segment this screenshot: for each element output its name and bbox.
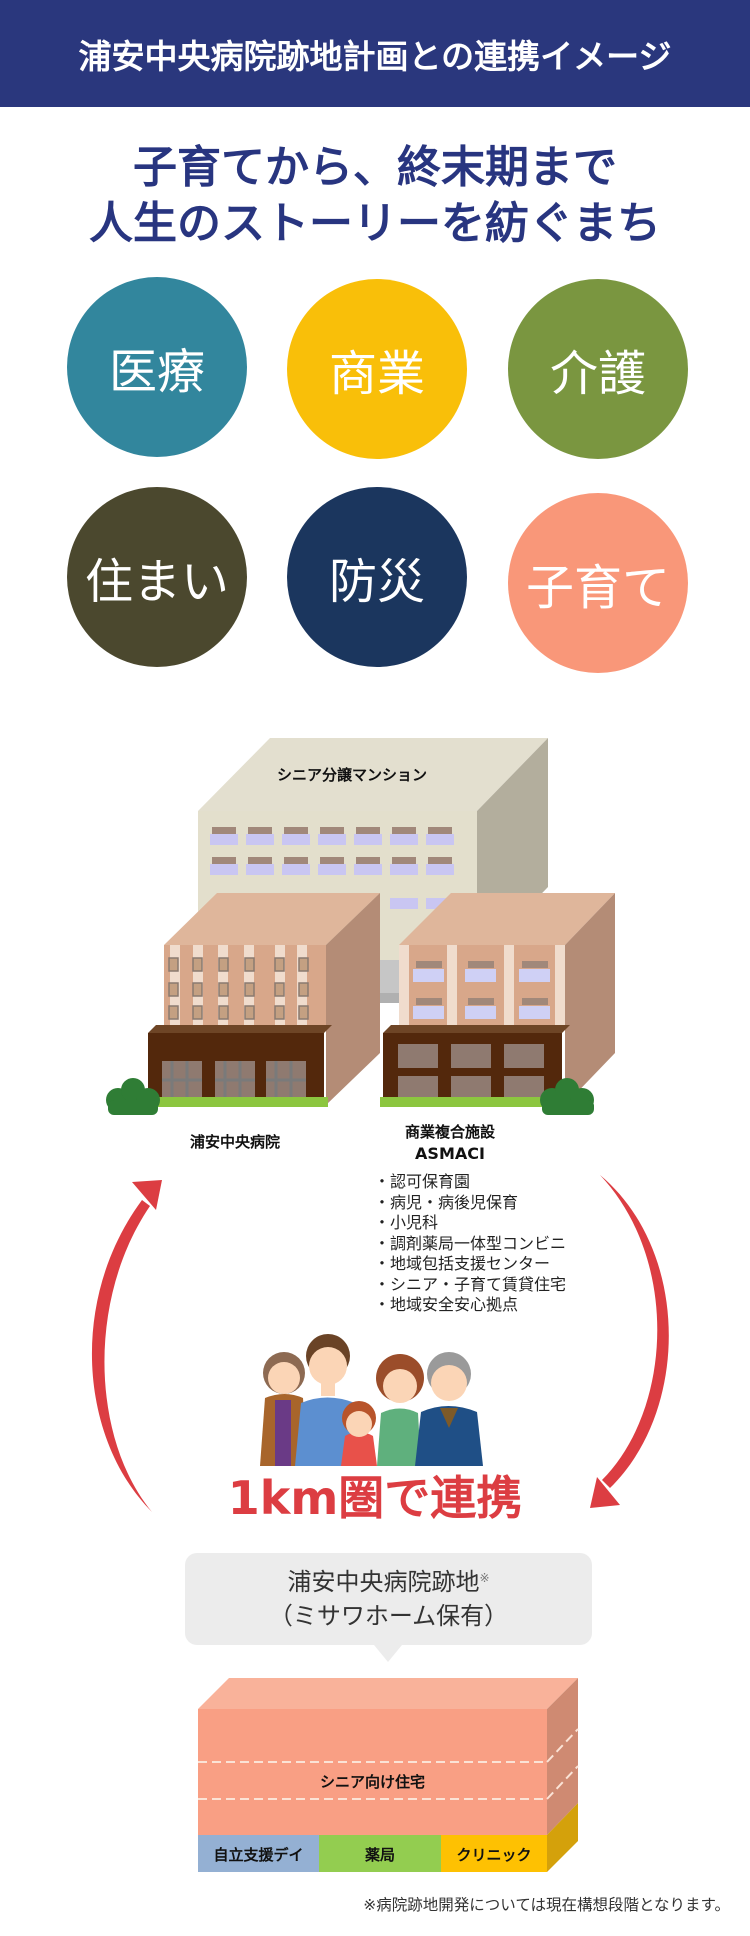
headline-line-1: 子育てから、終末期まで	[133, 142, 617, 193]
commercial-complex-building-icon	[380, 893, 615, 1107]
category-label: 防災	[328, 554, 425, 610]
bush-icon	[106, 1078, 160, 1115]
category-child-rearing: 子育て	[508, 493, 688, 673]
note-mark: ※	[479, 1571, 490, 1585]
category-label: 介護	[549, 346, 646, 402]
list-item: 調剤薬局一体型コンビニ	[374, 1234, 566, 1255]
arrow-up-left-icon	[91, 1180, 162, 1512]
category-label: 子育て	[525, 560, 670, 616]
list-item: 地域包括支援センター	[374, 1254, 566, 1275]
category-disaster-prevention: 防災	[287, 487, 467, 667]
bubble-tail	[374, 1645, 402, 1662]
commercial-complex-label: 商業複合施設	[404, 1123, 495, 1141]
family-illustration-icon	[260, 1334, 483, 1466]
headline: 子育てから、終末期まで 人生のストーリーを紡ぐまち	[0, 140, 750, 252]
asmaci-label: ASMACI	[415, 1144, 485, 1163]
list-item: 地域安全安心拠点	[374, 1295, 566, 1316]
list-item: 病児・病後児保育	[374, 1193, 566, 1214]
category-medical: 医療	[67, 277, 247, 457]
tagline: 1km圏で連携	[227, 1471, 523, 1525]
svg-text:シニア分譲マンション: シニア分譲マンション	[277, 766, 427, 784]
site-owner: （ミサワホーム保有）	[268, 1602, 509, 1630]
hospital-label: 浦安中央病院	[189, 1133, 280, 1151]
day-service-label: 自立支援デイ	[213, 1846, 304, 1864]
list-item: 認可保育園	[374, 1172, 566, 1193]
site-name: 浦安中央病院跡地※	[287, 1568, 490, 1596]
category-nursing-care: 介護	[508, 279, 688, 459]
category-label: 商業	[328, 346, 425, 402]
page-header: 浦安中央病院跡地計画との連携イメージ	[0, 0, 750, 107]
bush-icon	[540, 1078, 594, 1115]
site-bubble: 浦安中央病院跡地※ （ミサワホーム保有）	[185, 1553, 592, 1645]
cycle-arrows	[91, 1175, 669, 1512]
footnote: ※病院跡地開発については現在構想段階となります。	[363, 1896, 730, 1914]
pharmacy-label: 薬局	[364, 1846, 395, 1864]
hospital-building-icon	[148, 893, 380, 1107]
headline-line-2: 人生のストーリーを紡ぐまち	[89, 198, 661, 249]
buildings-illustration: シニア分譲マンション	[106, 738, 615, 1115]
category-commerce: 商業	[287, 279, 467, 459]
asmaci-facility-list: 認可保育園 病児・病後児保育 小児科 調剤薬局一体型コンビニ 地域包括支援センタ…	[374, 1172, 566, 1316]
senior-housing-label: シニア向け住宅	[319, 1773, 425, 1791]
list-item: 小児科	[374, 1213, 566, 1234]
arrow-down-right-icon	[590, 1175, 669, 1508]
category-housing: 住まい	[67, 487, 247, 667]
list-item: シニア・子育て賃貸住宅	[374, 1275, 566, 1296]
clinic-label: クリニック	[456, 1846, 532, 1864]
header-title: 浦安中央病院跡地計画との連携イメージ	[78, 36, 672, 76]
category-label: 医療	[108, 344, 205, 400]
category-label: 住まい	[84, 554, 229, 610]
site-building-illustration	[198, 1678, 579, 1872]
